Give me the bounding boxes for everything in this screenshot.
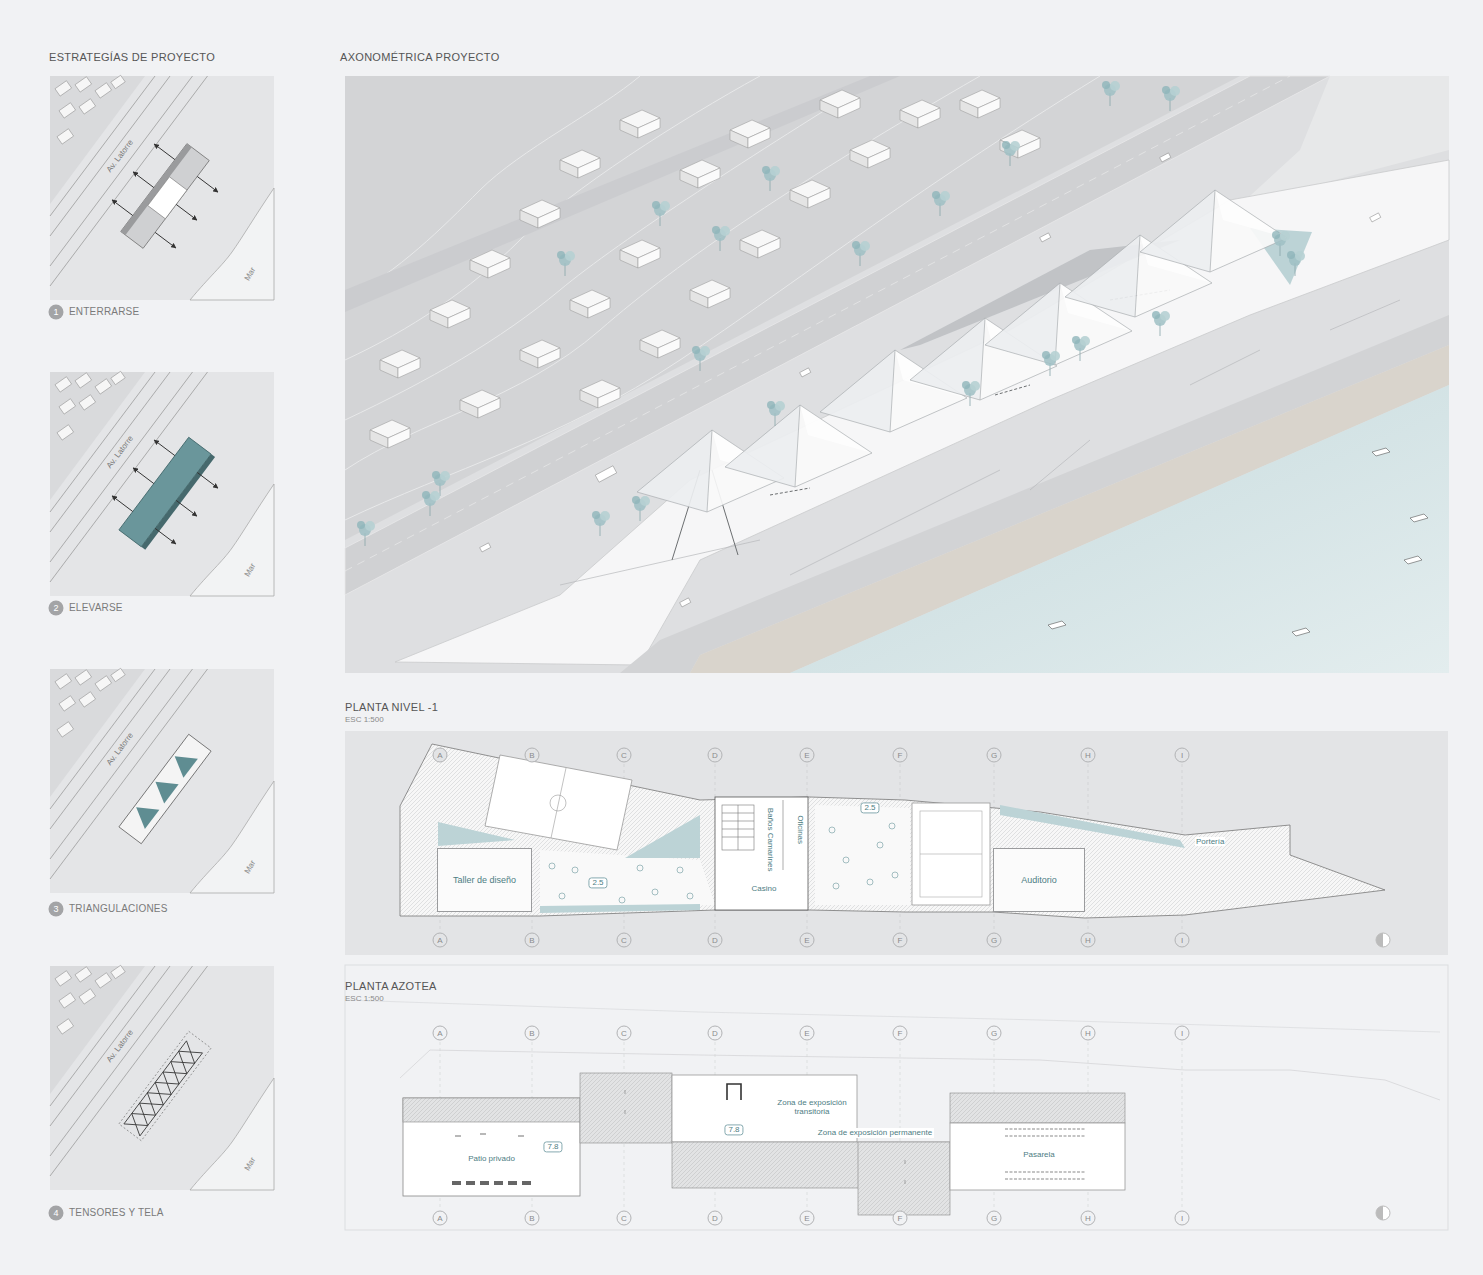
level-mark: 7.8 bbox=[543, 1141, 562, 1152]
room-name: Casino bbox=[752, 884, 777, 893]
step-caption: ELEVARSE bbox=[69, 602, 123, 614]
plan-scale: ESC 1:500 bbox=[345, 994, 384, 1003]
sea-name: Mar bbox=[243, 562, 258, 579]
step-number: 3 bbox=[49, 902, 64, 917]
grid-axis: G bbox=[987, 748, 1002, 763]
grid-axis: F bbox=[893, 1026, 908, 1041]
grid-axis: B bbox=[525, 748, 540, 763]
street-name: Av. Latorre bbox=[105, 434, 135, 470]
plan-scale: ESC 1:500 bbox=[345, 715, 384, 724]
room-name: Patio privado bbox=[466, 1154, 517, 1163]
grid-axis: H bbox=[1081, 1211, 1096, 1226]
room-label: Casino bbox=[738, 880, 790, 898]
room-box: Taller de diseño bbox=[437, 848, 532, 912]
step-number: 1 bbox=[49, 305, 64, 320]
grid-axis: B bbox=[525, 1026, 540, 1041]
room-name: Portería bbox=[1195, 837, 1225, 846]
section-heading: ESTRATEGÍAS DE PROYECTO bbox=[49, 51, 215, 64]
plan-panel: PLANTA AZOTEAESC 1:500Patio privado Zona … bbox=[345, 965, 1448, 1230]
grid-axis: A bbox=[433, 1211, 448, 1226]
step-caption: ENTERRARSE bbox=[69, 306, 139, 318]
grid-axis: E bbox=[800, 933, 815, 948]
grid-axis: F bbox=[893, 933, 908, 948]
grid-axis: D bbox=[708, 933, 723, 948]
section-heading: AXONOMÉTRICA PROYECTO bbox=[340, 51, 500, 64]
grid-axis: F bbox=[893, 748, 908, 763]
strategy-panel: Av. LatorreMar bbox=[50, 669, 274, 893]
grid-axis: C bbox=[617, 1211, 632, 1226]
room-name: Pasarela bbox=[1021, 1150, 1057, 1159]
grid-axis: D bbox=[708, 748, 723, 763]
room-name: Baños Camarines bbox=[766, 808, 775, 872]
grid-axis: E bbox=[800, 1026, 815, 1041]
grid-axis: I bbox=[1175, 1211, 1190, 1226]
level-mark: 2.5 bbox=[860, 802, 879, 813]
grid-axis: I bbox=[1175, 1026, 1190, 1041]
roof-zone: Zona de exposición permanente bbox=[800, 1126, 950, 1140]
step-number: 4 bbox=[49, 1206, 64, 1221]
grid-axis: G bbox=[987, 1026, 1002, 1041]
room-name: Zona de exposición permanente bbox=[816, 1128, 934, 1137]
street-name: Av. Latorre bbox=[105, 1028, 135, 1064]
room-name: Zona de exposición transitoria bbox=[773, 1098, 851, 1116]
grid-axis: A bbox=[433, 933, 448, 948]
grid-axis: B bbox=[525, 1211, 540, 1226]
step-caption: TRIANGULACIONES bbox=[69, 903, 168, 915]
strategy-panel: Av. LatorreMar bbox=[50, 372, 274, 596]
grid-axis: E bbox=[800, 748, 815, 763]
room-name: Taller de diseño bbox=[453, 875, 516, 885]
grid-axis: C bbox=[617, 1026, 632, 1041]
grid-axis: G bbox=[987, 1211, 1002, 1226]
plan-title: PLANTA AZOTEA bbox=[345, 980, 437, 993]
grid-axis: D bbox=[708, 1026, 723, 1041]
plan-title: PLANTA NIVEL -1 bbox=[345, 701, 438, 714]
sea-name: Mar bbox=[243, 266, 258, 283]
roof-zone: Patio privado bbox=[403, 1122, 580, 1196]
grid-axis: A bbox=[433, 1026, 448, 1041]
grid-axis: F bbox=[893, 1211, 908, 1226]
grid-axis: E bbox=[800, 1211, 815, 1226]
grid-axis: C bbox=[617, 933, 632, 948]
grid-axis: A bbox=[433, 748, 448, 763]
grid-axis: I bbox=[1175, 933, 1190, 948]
grid-axis: D bbox=[708, 1211, 723, 1226]
strategy-panel: Av. LatorreMar bbox=[50, 76, 274, 300]
room-box: Auditorio bbox=[993, 848, 1085, 912]
grid-axis: H bbox=[1081, 1026, 1096, 1041]
grid-axis: G bbox=[987, 933, 1002, 948]
street-name: Av. Latorre bbox=[105, 731, 135, 767]
grid-axis: B bbox=[525, 933, 540, 948]
step-number: 2 bbox=[49, 601, 64, 616]
roof-zone: Pasarela bbox=[1002, 1147, 1076, 1163]
grid-axis: C bbox=[617, 748, 632, 763]
room-name: Auditorio bbox=[1021, 875, 1057, 885]
grid-axis: I bbox=[1175, 748, 1190, 763]
roof-zone: Zona de exposición transitoria bbox=[770, 1092, 854, 1122]
sea-name: Mar bbox=[243, 1156, 258, 1173]
level-mark: 2.5 bbox=[588, 877, 607, 888]
grid-axis: H bbox=[1081, 933, 1096, 948]
room-label: Baños Camarines bbox=[762, 800, 780, 880]
step-caption: TENSORES Y TELA bbox=[69, 1207, 164, 1219]
level-mark: 7.8 bbox=[724, 1124, 743, 1135]
plan-panel: PLANTA NIVEL -1ESC 1:500Taller de diseño… bbox=[345, 731, 1448, 955]
sea-name: Mar bbox=[243, 859, 258, 876]
grid-axis: H bbox=[1081, 748, 1096, 763]
street-name: Av. Latorre bbox=[105, 138, 135, 174]
room-name: Oficinas bbox=[795, 816, 804, 845]
strategy-panel: Av. LatorreMar bbox=[50, 966, 274, 1190]
room-label: Oficinas bbox=[790, 800, 810, 860]
